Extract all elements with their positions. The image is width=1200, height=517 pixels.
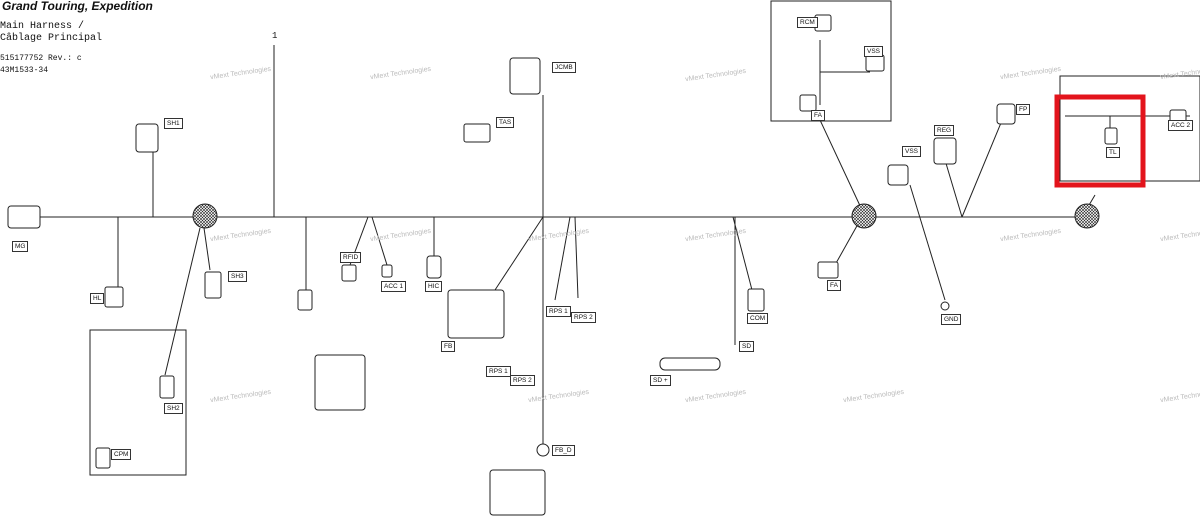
label-tl: TL (1106, 147, 1120, 158)
acc1-connector-icon (381, 264, 393, 278)
label-vss-top: VSS (864, 46, 884, 57)
label-fa: FA (827, 280, 841, 291)
tas-connector-icon (463, 123, 491, 143)
label-rfid: RFID (340, 252, 362, 263)
label-tas: TAS (496, 117, 515, 128)
fb-d-fuse-block-icon (489, 469, 546, 516)
highlight-box (1054, 94, 1146, 188)
branch-number: 1 (272, 31, 278, 41)
label-com: COM (747, 313, 769, 324)
hl-connector-icon (104, 286, 124, 308)
label-sd: SD (739, 341, 755, 352)
ed-connector-icon (297, 289, 313, 311)
sh1-connector-icon (135, 123, 159, 153)
reg-connector-icon (933, 137, 957, 165)
com-connector-icon (747, 288, 765, 312)
splice-3 (1074, 203, 1100, 229)
label-jcmb: JCMB (552, 62, 576, 73)
jcmb-connector-icon (509, 57, 541, 95)
tl-detail-box (1059, 75, 1200, 182)
label-sh1: SH1 (164, 118, 183, 129)
part-number: 515177752 Rev.: c (0, 54, 82, 63)
hic-connector-icon (426, 255, 442, 279)
sd-starter-icon (659, 357, 721, 371)
label-vss: VSS (902, 146, 922, 157)
label-hic: HIC (425, 281, 443, 292)
label-hl: HL (90, 293, 105, 304)
label-fb-d: FB_D (552, 445, 575, 456)
label-fb: FB (441, 341, 456, 352)
harness-name-en: Main Harness / (0, 21, 85, 32)
rcm-detail-box (770, 0, 892, 122)
cpm-connector-icon (95, 447, 111, 469)
vss-connector-icon (887, 164, 909, 186)
cpm-detail-box (89, 329, 187, 476)
label-cpm: CPM (111, 449, 132, 460)
label-rps2-b: RPS 2 (510, 375, 535, 386)
label-acc2: ACC 2 (1168, 120, 1194, 131)
fa-connector-icon (817, 261, 839, 279)
label-acc1: ACC 1 (381, 281, 407, 292)
label-fa-top: FA (811, 110, 825, 121)
fa-top-connector-icon (799, 94, 817, 112)
fb-fuse-block-icon (447, 289, 505, 339)
splice-2 (851, 203, 877, 229)
label-sh3: SH3 (228, 271, 247, 282)
label-mg: MG (12, 241, 29, 252)
sh2-connector-icon (159, 375, 175, 399)
relay-module-icon (314, 354, 366, 411)
label-rps1: RPS 1 (546, 306, 571, 317)
document-code: 43M1533-34 (0, 66, 49, 75)
diagram-title: Grand Touring, Expedition (2, 0, 153, 13)
vss-top-connector-icon (865, 54, 885, 72)
rfid-connector-icon (341, 264, 357, 282)
sh3-connector-icon (204, 271, 222, 299)
harness-name-fr: Câblage Principal (0, 33, 103, 44)
label-rps2: RPS 2 (571, 312, 596, 323)
label-sd-plus: SD + (650, 375, 671, 386)
tl-connector-icon (1104, 127, 1118, 145)
gnd-ring-icon (940, 301, 950, 311)
label-rcm: RCM (797, 17, 818, 28)
label-reg: REG (934, 125, 955, 136)
label-rps1-b: RPS 1 (486, 366, 511, 377)
label-gnd: GND (941, 314, 962, 325)
label-fp: FP (1016, 104, 1031, 115)
label-sh2: SH2 (164, 403, 183, 414)
mg-connector-icon (7, 205, 41, 229)
fb-d-stud-icon (536, 443, 550, 457)
fp-connector-icon (996, 103, 1016, 125)
splice-1 (192, 203, 218, 229)
